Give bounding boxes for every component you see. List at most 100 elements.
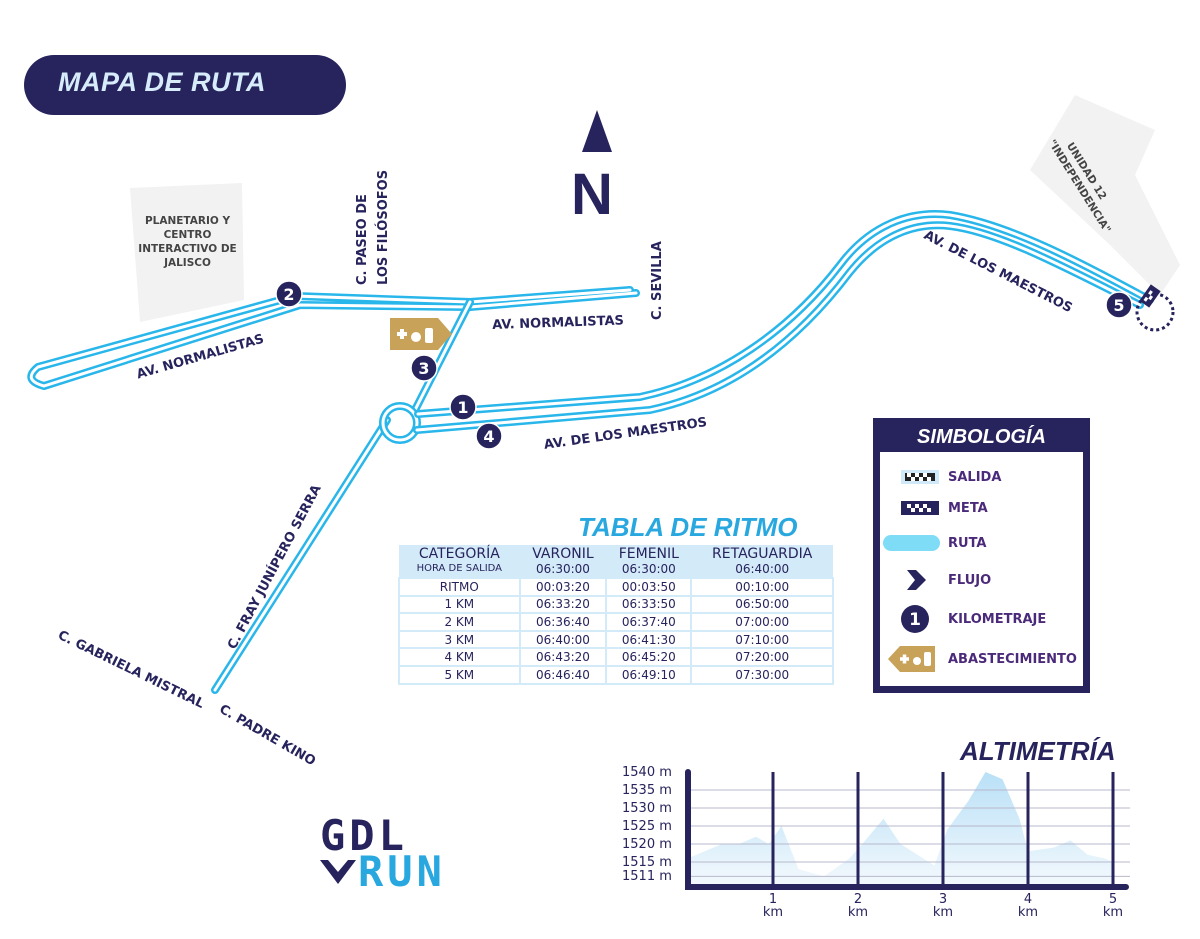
row-label: 2 KM <box>398 612 521 632</box>
elevation-area <box>688 772 1113 885</box>
y-tick-label: 1530 m <box>622 801 672 816</box>
time-cell: 06:46:40 <box>518 664 608 685</box>
km-marker-icon: 1 <box>901 605 929 633</box>
x-tick-number: 3 <box>938 892 948 907</box>
altimetria-title: ALTIMETRÍA <box>960 736 1116 766</box>
y-tick-label: 1520 m <box>622 837 672 852</box>
legend-label: KILOMETRAJE <box>948 611 1047 627</box>
route-icon <box>883 535 940 551</box>
time-cell: 06:33:50 <box>605 594 693 615</box>
logo-line1: GDL <box>320 811 408 860</box>
col-name: RETAGUARDIA <box>712 546 813 562</box>
col-name: FEMENIL <box>618 546 679 562</box>
col-name: VARONIL <box>532 546 594 562</box>
x-tick-number: 4 <box>1023 892 1033 907</box>
route-line-inner <box>29 288 638 388</box>
route-line-inner <box>381 404 419 442</box>
y-tick-label: 1535 m <box>622 783 672 798</box>
legend-label: ABASTECIMIENTO <box>948 651 1077 667</box>
time-cell: 07:30:00 <box>690 664 834 685</box>
row-label: 4 KM <box>398 647 521 667</box>
km-marker-2: 2 <box>275 280 303 308</box>
y-tick-label: 1525 m <box>622 819 672 834</box>
x-tick-unit: km <box>1102 905 1124 920</box>
legend-item-ruta: RUTA <box>880 528 987 558</box>
x-tick-number: 5 <box>1108 892 1118 907</box>
x-tick-unit: km <box>847 905 869 920</box>
time-cell: 06:49:10 <box>605 664 693 685</box>
route-line-inner <box>416 212 1152 416</box>
start-flag-icon <box>901 470 939 484</box>
x-tick-unit: km <box>1017 905 1039 920</box>
legend-label: FLUJO <box>948 572 992 588</box>
north-label: N <box>571 162 613 227</box>
time-cell: 06:37:40 <box>605 612 693 632</box>
col-start: 06:30:00 <box>536 562 590 576</box>
km-marker-text: 5 <box>1113 296 1124 315</box>
y-tick-label: 1515 m <box>622 855 672 870</box>
km-marker-text: 4 <box>483 427 494 446</box>
supply-icon <box>390 318 452 350</box>
supply-icon <box>888 646 935 672</box>
categoria-label: CATEGORÍA <box>418 546 500 562</box>
legend-label: RUTA <box>948 535 987 551</box>
legend-item-meta: META <box>880 493 988 523</box>
km-marker-text: 3 <box>418 359 429 378</box>
flow-chevron-icon <box>907 570 926 590</box>
page-title: MAPA DE RUTA <box>24 55 346 115</box>
finish-flag-icon <box>901 501 939 515</box>
row-label: 5 KM <box>398 664 521 685</box>
tabla-title: TABLA DE RITMO <box>578 512 798 542</box>
route-line-inner <box>213 300 472 692</box>
km-marker-1: 1 <box>449 393 477 421</box>
legend-label: SALIDA <box>948 469 1002 485</box>
hora-label: HORA DE SALIDA <box>416 563 503 574</box>
km-marker-text: 1 <box>909 610 921 630</box>
planetario-label: PLANETARIO Y CENTRO INTERACTIVO DE JALIS… <box>138 215 237 269</box>
col-start: 06:40:00 <box>735 562 790 576</box>
km-marker-text: 1 <box>457 398 468 417</box>
col-start: 06:30:00 <box>621 562 676 576</box>
km-marker-4: 4 <box>475 422 503 450</box>
chart-axis <box>685 769 1129 890</box>
north-arrow-icon <box>582 110 612 152</box>
km-marker-3: 3 <box>410 354 438 382</box>
legend-label: META <box>948 500 988 516</box>
x-tick-number: 1 <box>768 892 778 907</box>
legend-item-flujo: FLUJO <box>880 565 991 595</box>
x-tick-unit: km <box>762 905 784 920</box>
time-cell: 07:10:00 <box>690 629 834 650</box>
legend: SIMBOLOGÍA SALIDA META RUTA FLUJO 1 KILO… <box>873 418 1090 693</box>
unidad-area <box>1030 95 1180 295</box>
km-marker-5: 5 <box>1105 291 1133 319</box>
x-tick-number: 2 <box>853 892 863 907</box>
legend-item-abastecimiento: ABASTECIMIENTO <box>880 644 1077 674</box>
finish-flag-icon <box>1139 284 1161 308</box>
route-line-inner <box>415 223 1142 432</box>
y-tick-label: 1540 m <box>622 765 672 780</box>
heart-chevron-icon <box>320 860 356 884</box>
legend-item-kilometraje: 1 KILOMETRAJE <box>880 604 1046 634</box>
km-marker-text: 2 <box>283 285 294 304</box>
logo: GDL RUN <box>318 811 446 893</box>
y-tick-label: 1511 m <box>622 869 672 885</box>
planetario-area <box>130 183 244 322</box>
x-tick-unit: km <box>932 905 954 920</box>
legend-item-salida: SALIDA <box>880 462 1001 492</box>
